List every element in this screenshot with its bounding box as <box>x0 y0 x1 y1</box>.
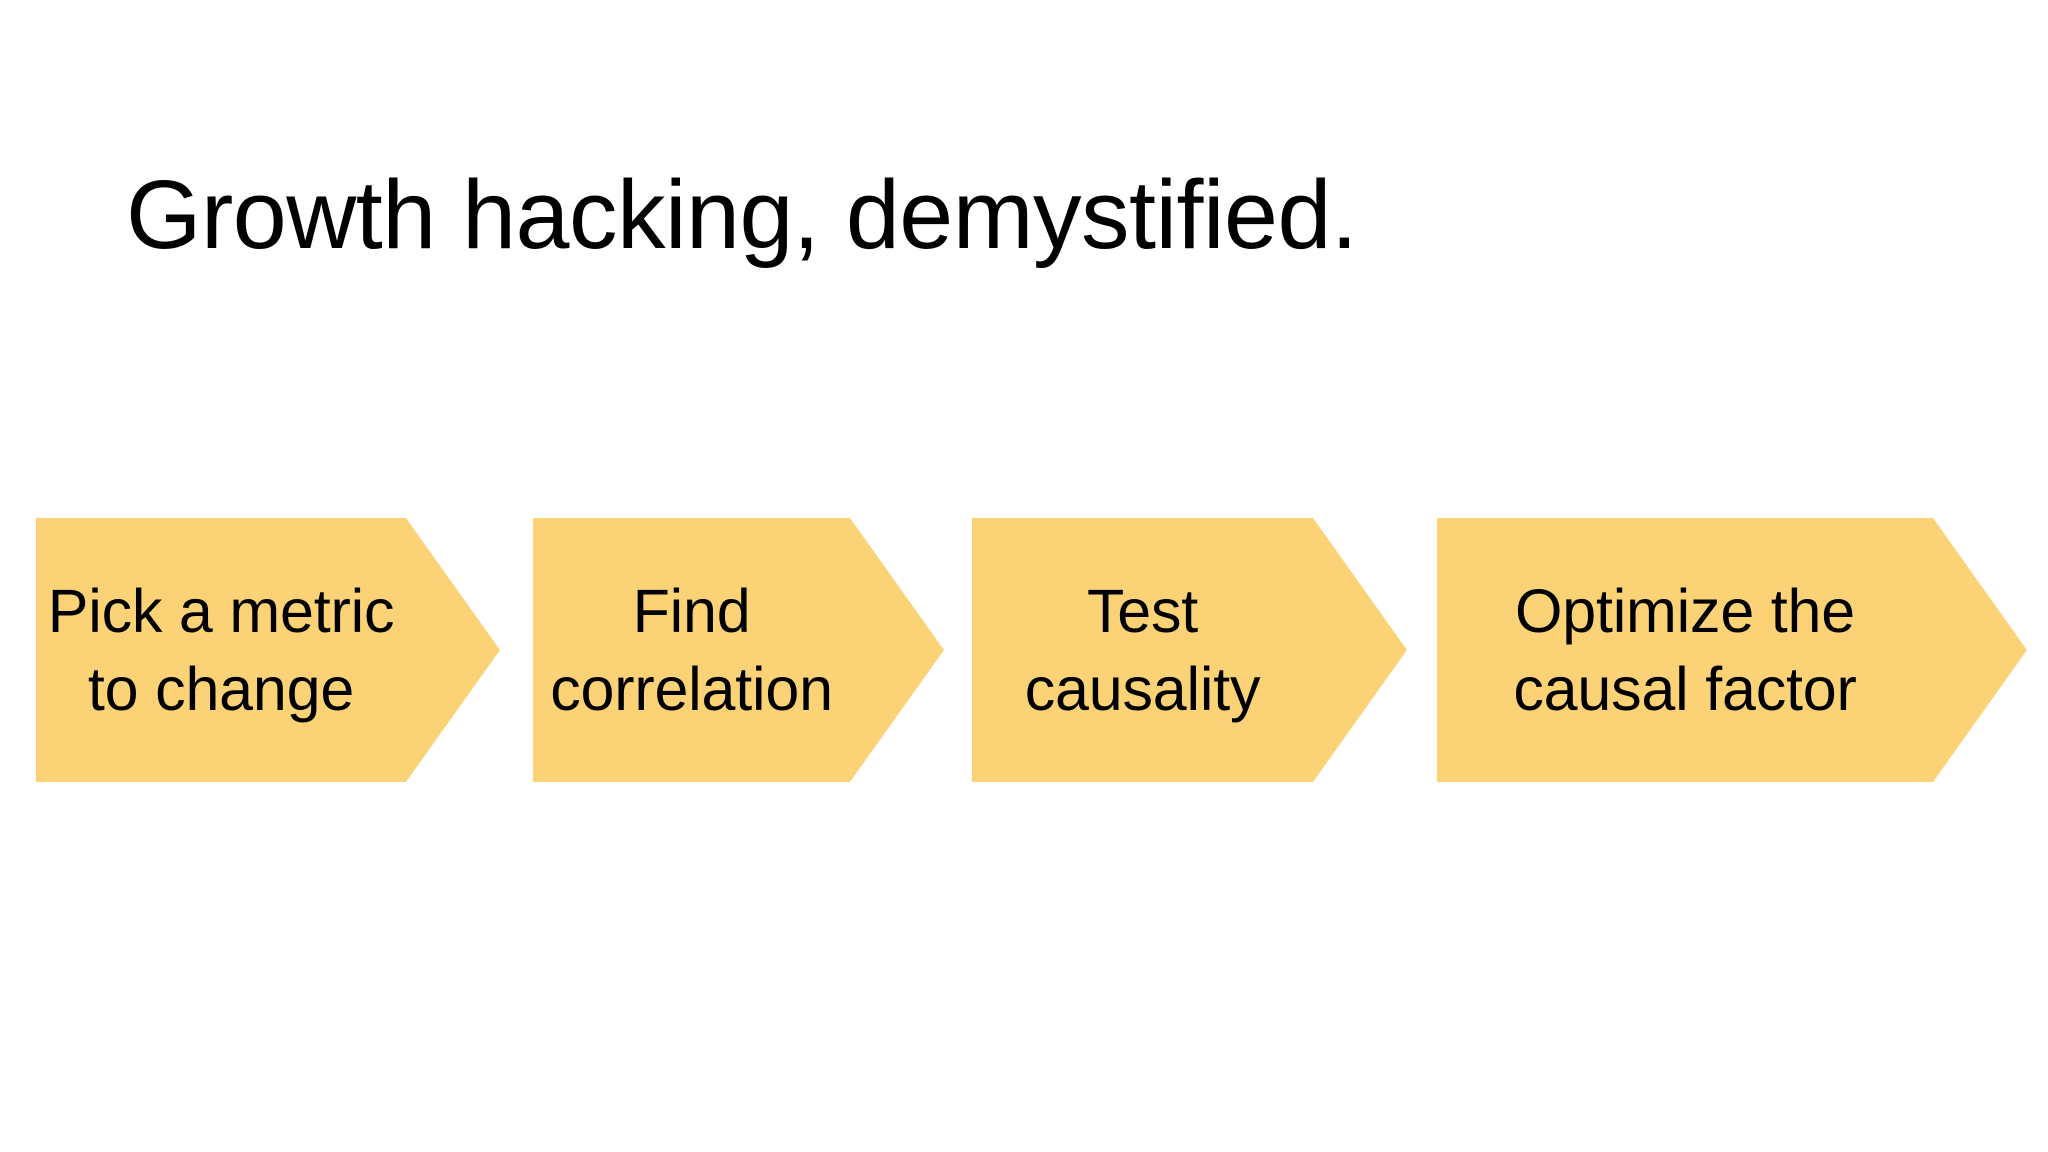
page-title: Growth hacking, demystified. <box>126 159 1358 269</box>
process-step-2[interactable]: Find correlation <box>533 518 944 782</box>
process-step-3-label: Test causality <box>1024 577 1261 723</box>
chevron-arrow-icon <box>36 518 500 782</box>
process-step-4[interactable]: Optimize the causal factor <box>1437 518 2027 782</box>
chevron-arrow-icon <box>1437 518 2027 782</box>
process-step-1-label: Pick a metric to change <box>47 577 395 723</box>
process-step-2-label: Find correlation <box>550 577 833 723</box>
process-step-4-label: Optimize the causal factor <box>1513 577 1857 723</box>
process-step-3[interactable]: Test causality <box>972 518 1407 782</box>
chevron-arrow-icon <box>533 518 944 782</box>
process-step-1[interactable]: Pick a metric to change <box>36 518 500 782</box>
chevron-arrow-icon <box>972 518 1407 782</box>
process-flow-diagram: Pick a metric to change Find correlation… <box>0 518 2048 782</box>
